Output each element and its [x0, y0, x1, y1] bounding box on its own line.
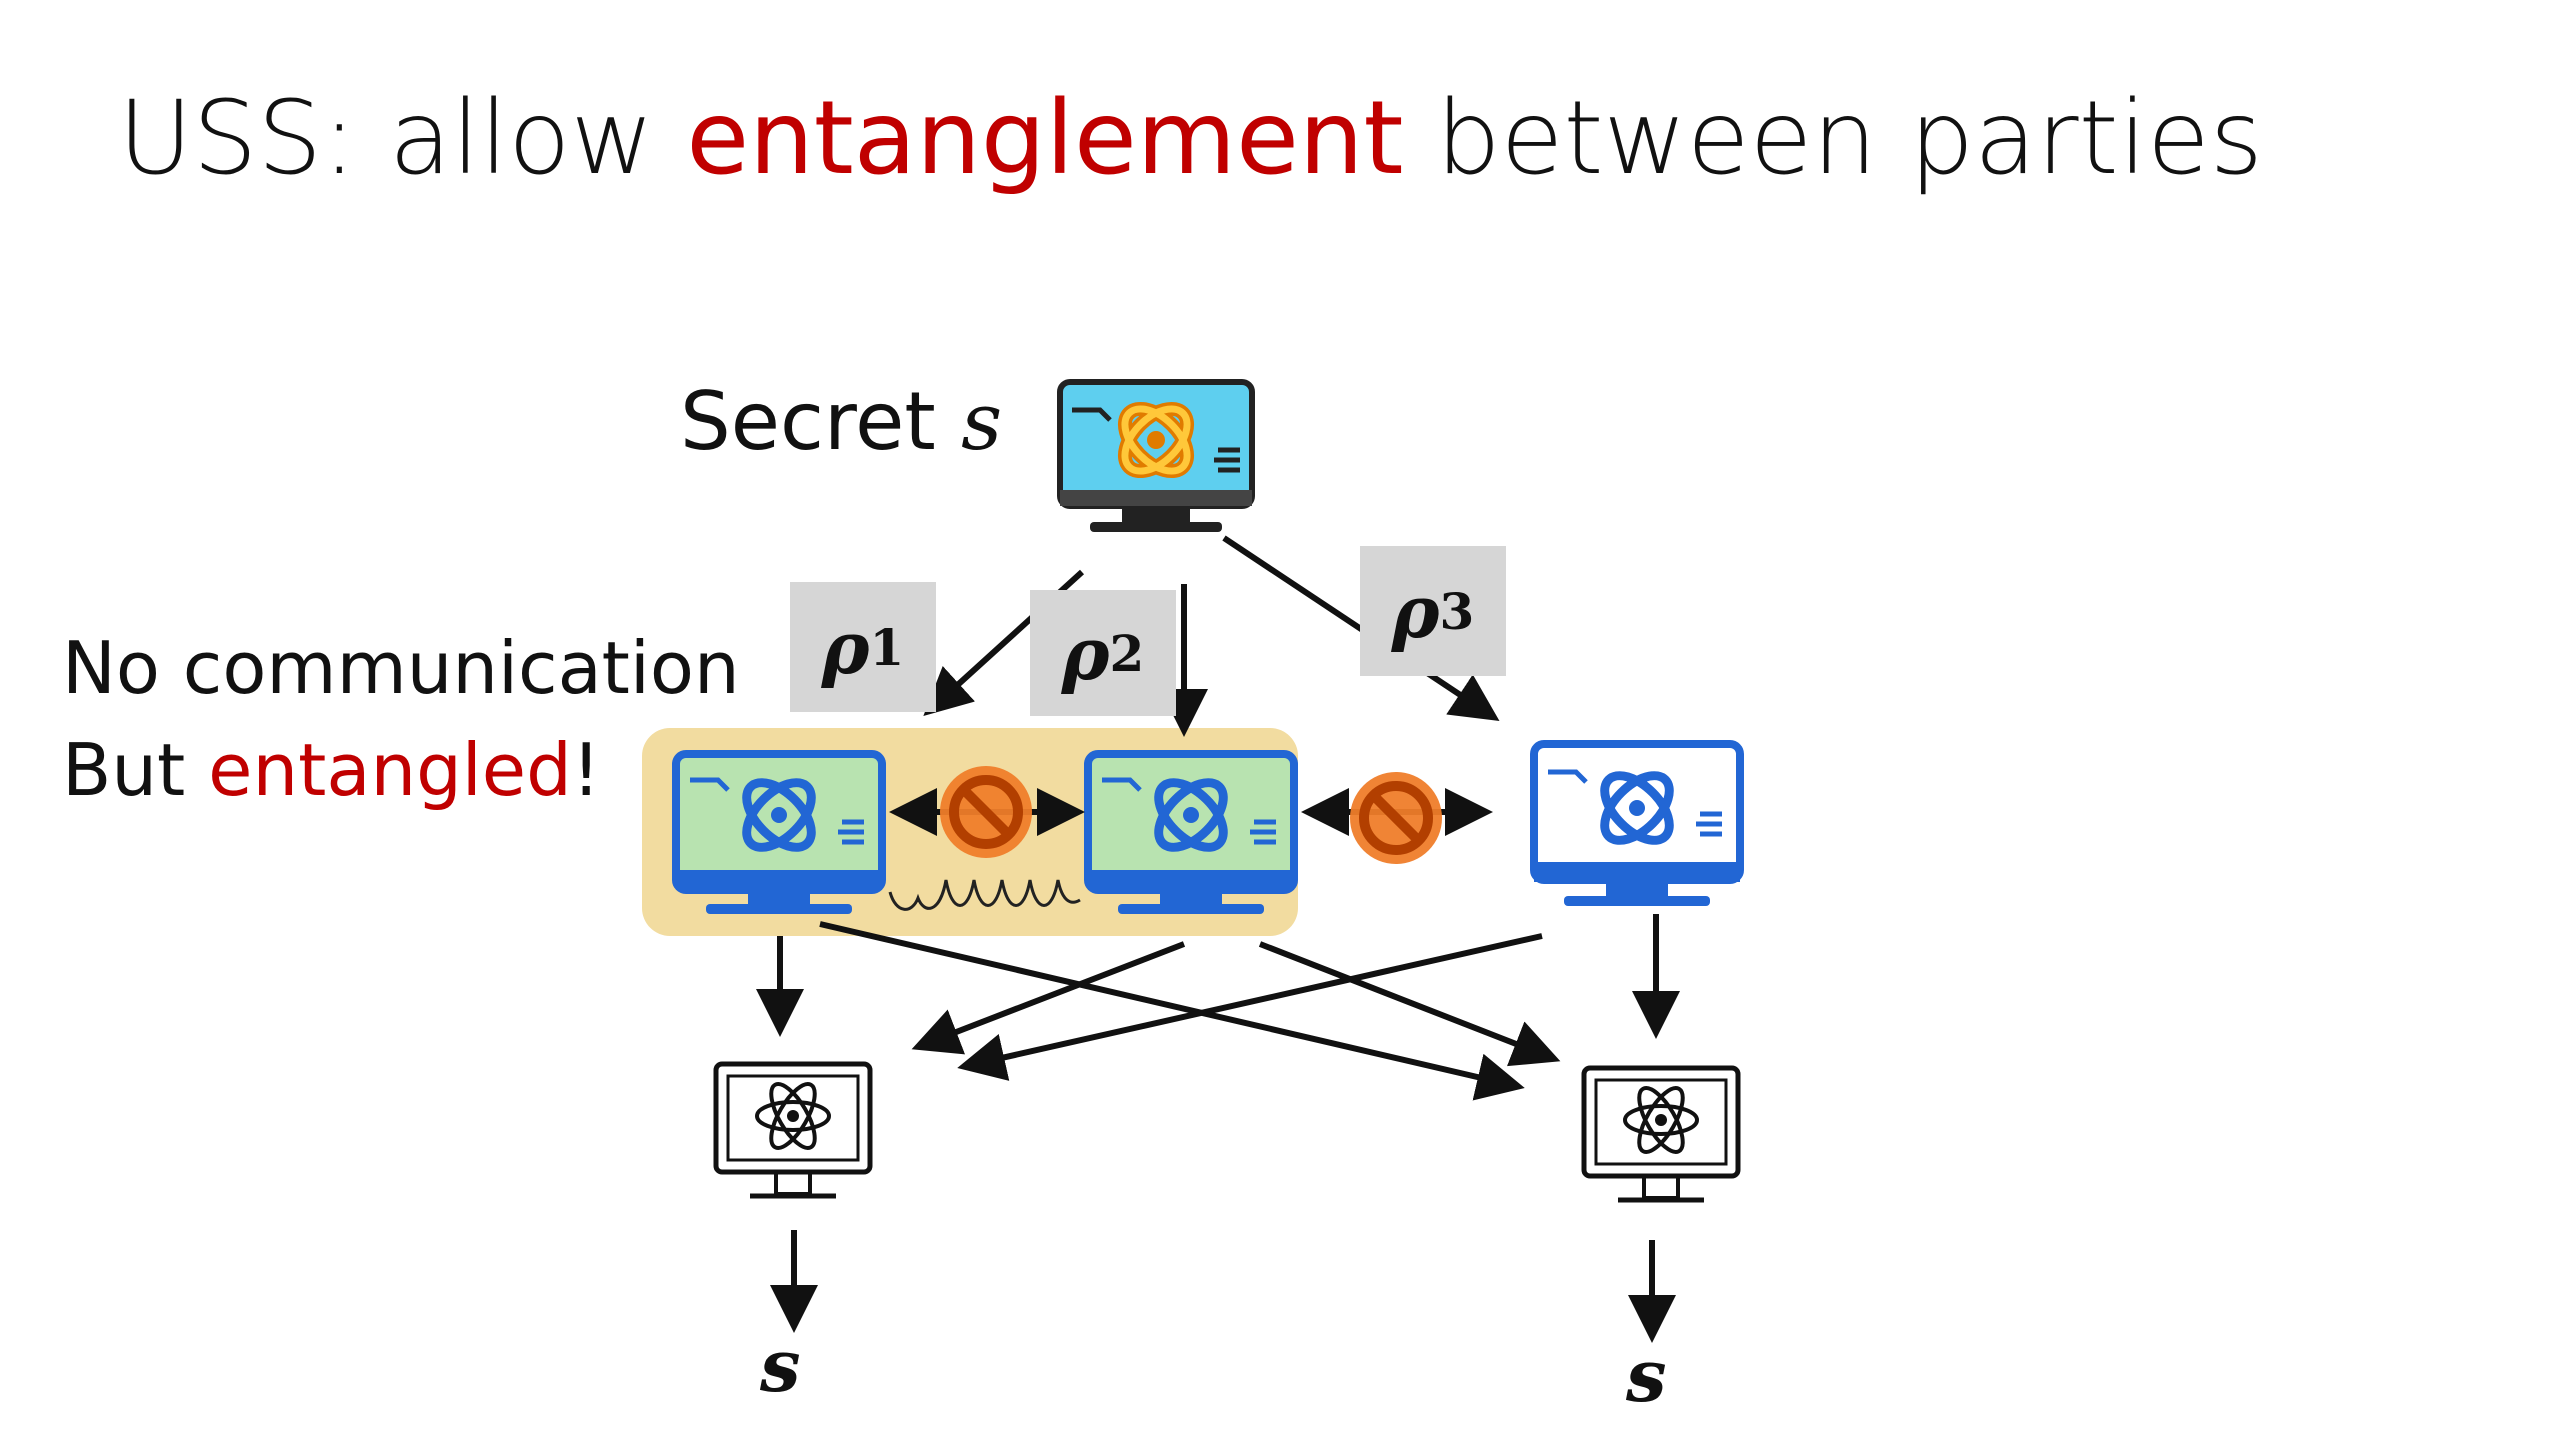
rho-index: 2 [1109, 623, 1145, 683]
entanglement-wave-icon [888, 879, 1081, 911]
rho-index: 3 [1439, 581, 1475, 641]
rho-symbol: ρ [1391, 568, 1440, 654]
party1-to-recon-right [819, 921, 1525, 1101]
secret-symbol: s [961, 375, 1003, 468]
title-suffix: between parties [1403, 79, 2263, 198]
rho-index: 1 [869, 617, 905, 677]
party3-to-recon-left [957, 933, 1543, 1081]
party-1-computer-icon [672, 750, 886, 914]
title-prefix: USS: allow [118, 79, 687, 198]
output-secret-left: s [760, 1323, 801, 1408]
party-2-computer-icon [1084, 750, 1298, 914]
reconstructor-right-computer-icon [1581, 1065, 1741, 1203]
note-line-1: No communication [62, 626, 740, 710]
secret-label: Secret s [680, 382, 1002, 462]
note-line-2-suffix: ! [571, 728, 601, 812]
rho-symbol: ρ [821, 604, 870, 690]
party2-to-recon-left [911, 941, 1186, 1055]
no-communication-icon [940, 766, 1032, 858]
note-line-2-highlight: entangled [208, 728, 572, 812]
party2-to-recon-right [1258, 941, 1561, 1067]
reconstructor-left-computer-icon [713, 1061, 873, 1199]
secret-label-text: Secret [680, 375, 962, 468]
slide-title: USS: allow entanglement between parties [118, 88, 2263, 190]
note-line-2-prefix: But [62, 728, 209, 812]
dealer-computer-icon [1057, 379, 1255, 532]
title-highlight: entanglement [686, 79, 1404, 198]
rho-symbol: ρ [1061, 610, 1110, 696]
share-arrow-3 [1222, 535, 1500, 721]
note-line-2: But entangled! [62, 734, 601, 806]
party-3-computer-icon [1530, 740, 1744, 906]
no-communication-icon [1350, 772, 1442, 864]
output-secret-right: s [1626, 1333, 1667, 1418]
